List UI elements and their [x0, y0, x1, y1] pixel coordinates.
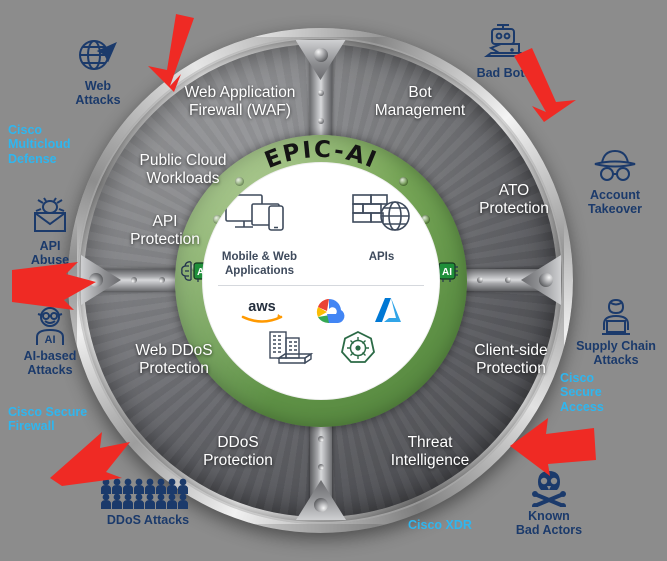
crowd-icon	[101, 478, 188, 509]
svg-text:AI: AI	[45, 334, 56, 346]
threat-api-abuse: API Abuse	[2, 197, 98, 267]
arrow-bottom-right	[504, 412, 600, 478]
globe-cursor-icon	[79, 40, 117, 70]
azure-logo	[374, 298, 401, 323]
hub-item-label: Mobile & Web Applications	[221, 250, 298, 277]
product-label-multicloud-defense: Cisco Multicloud Defense	[8, 123, 71, 166]
segment-label-ddos-protection: DDoS Protection	[203, 434, 273, 470]
aws-logo: aws	[241, 299, 282, 324]
product-label-secure-access: Cisco Secure Access	[560, 371, 604, 414]
segment-label-client-side-protection: Client-side Protection	[474, 342, 548, 378]
threat-label: Web Attacks	[75, 79, 121, 107]
product-label-xdr: Cisco XDR	[408, 518, 472, 532]
segment-label-public-cloud-workloads: Public Cloud Workloads	[139, 152, 227, 188]
api-brickwall-globe-icon	[351, 193, 410, 231]
arrow-left	[8, 256, 100, 316]
kubernetes-logo	[340, 331, 375, 364]
threat-web-attacks: Web Attacks	[50, 37, 146, 107]
threat-ddos-attacks: DDoS Attacks	[93, 477, 203, 527]
threat-label: Supply Chain Attacks	[576, 339, 656, 367]
segment-label-api-protection: API Protection	[130, 213, 200, 249]
spy-hat-icon	[594, 149, 636, 181]
hub-divider	[217, 285, 424, 287]
arrow-top-left	[140, 8, 214, 94]
person-ai-icon: AI	[36, 307, 64, 346]
threat-label: Known Bad Actors	[515, 509, 583, 537]
devices-icon	[224, 193, 284, 231]
svg-text:aws: aws	[248, 299, 275, 315]
segment-label-ato-protection: ATO Protection	[479, 182, 549, 218]
arrow-top-right	[504, 44, 584, 126]
threat-bad-bots: Bad Bots	[456, 22, 552, 80]
envelope-bug-icon	[34, 197, 66, 232]
threat-label: AI-based Attacks	[23, 349, 77, 377]
segment-label-web-ddos-protection: Web DDoS Protection	[135, 342, 213, 378]
threat-label: DDoS Attacks	[106, 513, 190, 527]
hub-panel: Mobile & Web Applications APIs	[201, 161, 440, 400]
threat-supply-chain-attacks: Supply Chain Attacks	[564, 297, 667, 367]
threat-known-bad-actors: Known Bad Actors	[494, 469, 604, 537]
google-cloud-logo	[316, 299, 344, 324]
segment-label-waf: Web Application Firewall (WAF)	[184, 84, 296, 120]
threat-account-takeover: Account Takeover	[567, 148, 663, 216]
threat-label: Account Takeover	[588, 188, 642, 216]
segment-label-threat-intelligence: Threat Intelligence	[390, 434, 470, 470]
hub-item-mobile-web: Mobile & Web Applications	[212, 192, 308, 279]
svg-text:AI: AI	[442, 267, 452, 278]
datacenter-icon	[268, 331, 313, 365]
person-laptop-icon	[602, 298, 630, 335]
segment-label-bot-management: Bot Management	[374, 84, 466, 120]
skull-crossbones-icon	[532, 471, 566, 507]
threat-ai-based-attacks: AI AI-based Attacks	[2, 305, 98, 377]
hub-item-apis: APIs	[334, 192, 430, 279]
threat-label: API Abuse	[30, 239, 70, 267]
arrow-bottom-left	[44, 428, 136, 490]
security-wheel: EPIC-AI AI-POWERED AI AI	[68, 28, 573, 533]
product-label-secure-firewall: Cisco Secure Firewall	[8, 405, 88, 434]
hub-item-label: APIs	[368, 250, 395, 263]
